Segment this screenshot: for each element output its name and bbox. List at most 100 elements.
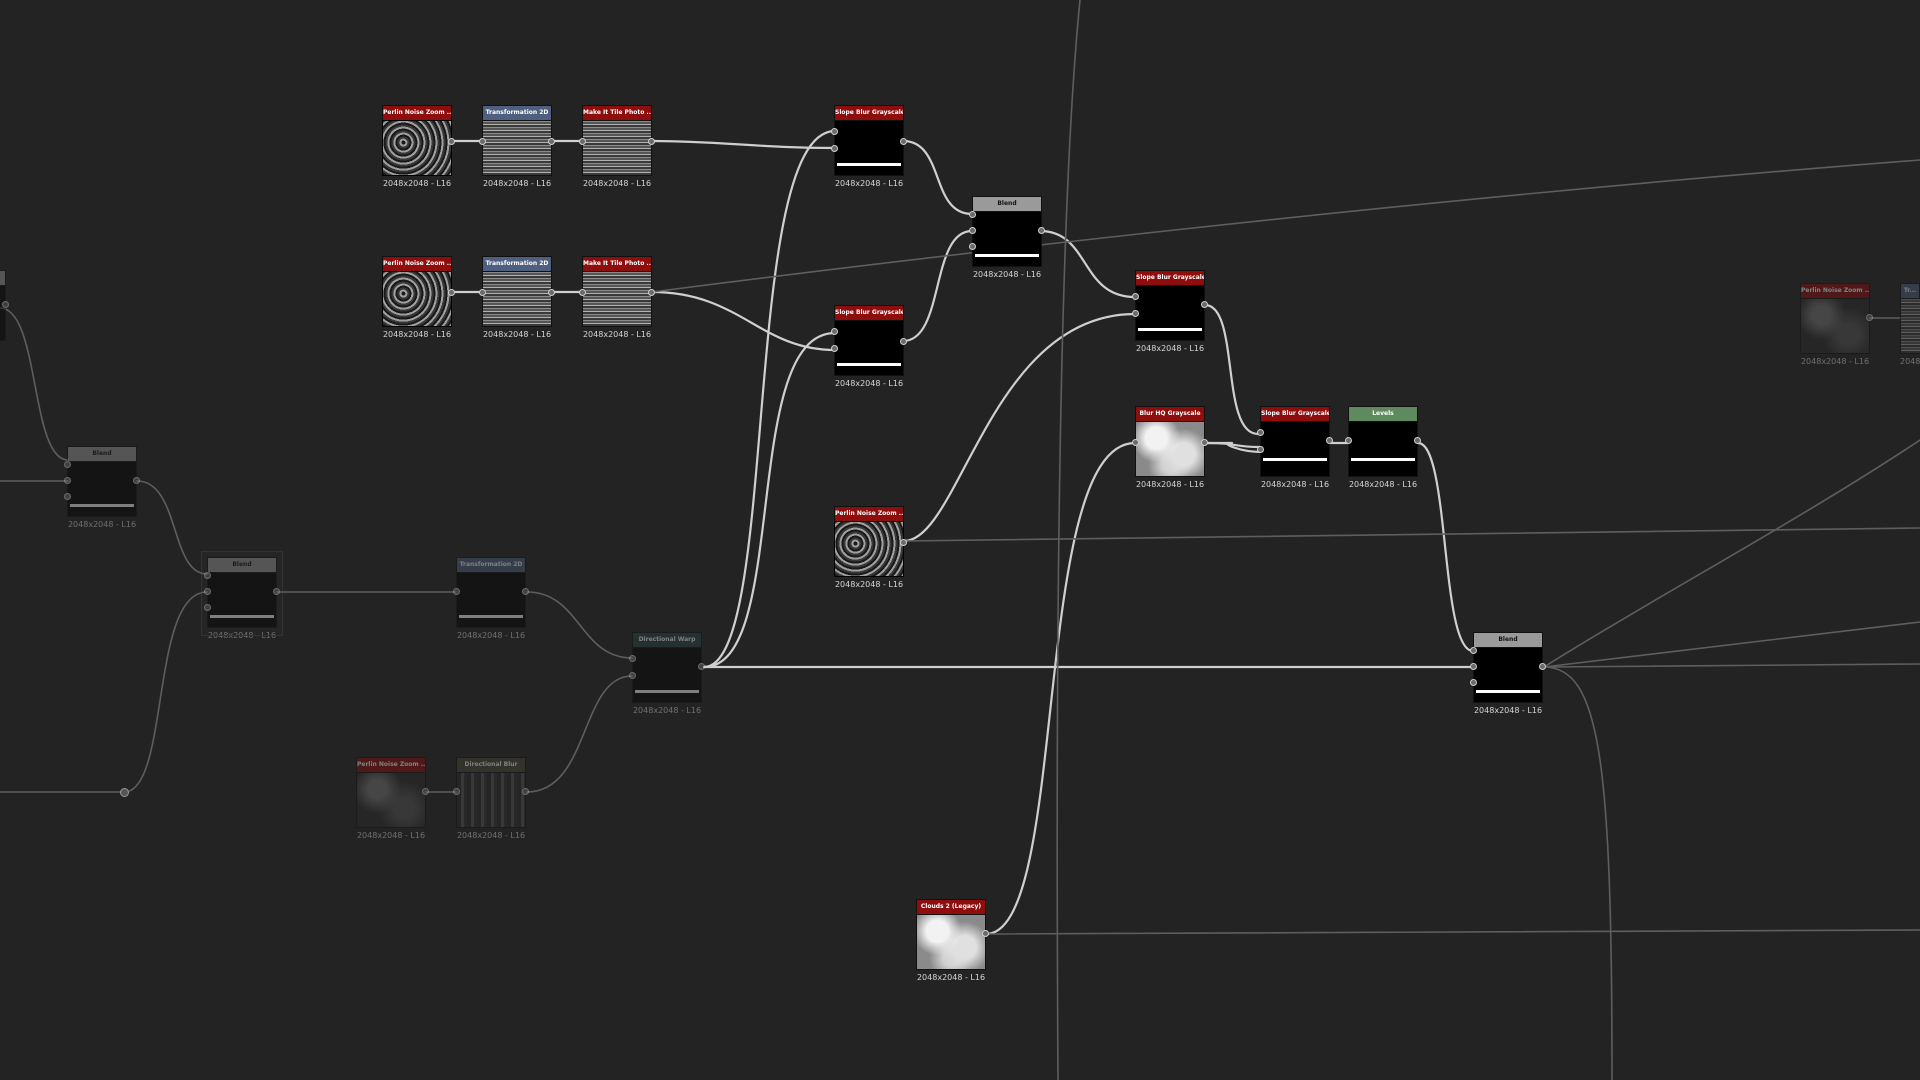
node-thumbnail [456,572,526,628]
node-perlin-noise-zoom[interactable]: Perlin Noise Zoom ... 2048x2048 - L16 [356,757,429,840]
node-clouds-2-legacy[interactable]: Clouds 2 (Legacy) 2048x2048 - L16 [916,899,989,982]
input-port[interactable] [1257,429,1264,436]
input-port[interactable] [479,138,486,145]
node-transformation-2d[interactable]: Transformation 2D 2048x2048 - L16 [453,557,529,640]
wire [901,229,974,343]
node-directional-warp[interactable]: Directional Warp 2048x2048 - L16 [629,632,705,715]
input-port[interactable] [831,128,838,135]
output-port[interactable] [548,138,555,145]
wire [1543,621,1920,668]
input-port[interactable] [579,289,586,296]
input-port[interactable] [204,604,211,611]
node-transformation-2d[interactable]: Transformation 2D 2048x2048 - L16 [479,105,555,188]
input-port[interactable] [1132,310,1139,317]
wire [1416,441,1475,653]
input-port[interactable] [64,477,71,484]
node-blend[interactable]: Blend 2048x2048 - L16 [1470,632,1546,715]
node-perlin-noise-zoom[interactable]: Perlin Noise Zoom ... 2048x2048 - L16 [1800,283,1873,366]
node-partial-left[interactable] [0,270,9,341]
output-port[interactable] [448,138,455,145]
output-port[interactable] [1414,437,1421,444]
input-port[interactable] [629,672,636,679]
node-thumbnail [456,772,526,828]
node-title: Tr... [1900,283,1920,298]
output-port[interactable] [648,138,655,145]
output-port[interactable] [1201,301,1208,308]
node-resolution: 2048x2048 - L16 [834,580,904,589]
input-port[interactable] [64,461,71,468]
node-transformation-2d[interactable]: Transformation 2D 2048x2048 - L16 [479,256,555,339]
node-thumbnail [382,120,452,176]
node-directional-blur[interactable]: Directional Blur 2048x2048 - L16 [453,757,529,840]
input-port[interactable] [453,588,460,595]
node-levels[interactable]: Levels 2048x2048 - L16 [1345,406,1421,489]
wire [650,139,837,150]
wire [985,929,1920,935]
node-transformation-2d-partial[interactable]: Tr... 2048... [1900,283,1920,366]
output-port[interactable] [698,663,705,670]
input-port[interactable] [1345,437,1352,444]
wire [136,480,208,575]
input-port[interactable] [969,243,976,250]
node-slope-blur-grayscale[interactable]: Slope Blur Grayscale 2048x2048 - L16 [1132,270,1208,353]
output-port[interactable] [2,301,9,308]
output-port[interactable] [900,539,907,546]
node-perlin-noise-zoom[interactable]: Perlin Noise Zoom ... 2048x2048 - L16 [382,256,455,339]
input-port[interactable] [1257,446,1264,453]
node-blend[interactable]: Blend 2048x2048 - L16 [201,551,283,640]
node-slope-blur-grayscale[interactable]: Slope Blur Grayscale 2048x2048 - L16 [831,305,907,388]
input-port[interactable] [831,345,838,352]
output-port[interactable] [982,930,989,937]
input-port[interactable] [204,588,211,595]
node-thumbnail [356,772,426,828]
node-blur-hq-grayscale[interactable]: Blur HQ Grayscale 2048x2048 - L16 [1132,406,1208,489]
node-perlin-noise-zoom[interactable]: Perlin Noise Zoom ... 2048x2048 - L16 [834,506,907,589]
input-port[interactable] [479,289,486,296]
node-blend[interactable]: Blend 2048x2048 - L16 [64,446,140,529]
output-port[interactable] [1038,227,1045,234]
input-port[interactable] [453,788,460,795]
node-perlin-noise-zoom[interactable]: Perlin Noise Zoom ... 2048x2048 - L16 [382,105,455,188]
output-port[interactable] [522,588,529,595]
node-resolution: 2048x2048 - L16 [382,330,452,339]
output-port[interactable] [900,338,907,345]
input-port[interactable] [969,227,976,234]
input-port[interactable] [1132,293,1139,300]
input-port[interactable] [579,138,586,145]
input-port[interactable] [831,328,838,335]
node-title: Perlin Noise Zoom ... [356,757,426,772]
input-port[interactable] [831,145,838,152]
output-port[interactable] [548,289,555,296]
output-port[interactable] [522,788,529,795]
node-slope-blur-grayscale[interactable]: Slope Blur Grayscale 2048x2048 - L16 [831,105,907,188]
node-make-it-tile-photo[interactable]: Make It Tile Photo ... 2048x2048 - L16 [579,105,655,188]
output-port[interactable] [422,788,429,795]
node-resolution: 2048x2048 - L16 [456,831,526,840]
node-slope-blur-grayscale[interactable]: Slope Blur Grayscale 2048x2048 - L16 [1257,406,1333,489]
node-blend[interactable]: Blend 2048x2048 - L16 [969,196,1045,279]
node-make-it-tile-photo[interactable]: Make It Tile Photo ... 2048x2048 - L16 [579,256,655,339]
input-port[interactable] [1470,679,1477,686]
node-thumbnail [482,120,552,176]
input-port[interactable] [629,655,636,662]
output-port[interactable] [1201,439,1208,446]
node-title: Slope Blur Grayscale [1135,270,1205,285]
input-port[interactable] [1470,663,1477,670]
node-thumbnail [632,647,702,703]
output-port[interactable] [648,289,655,296]
input-port[interactable] [1470,647,1477,654]
output-port[interactable] [1539,663,1546,670]
node-thumbnail [582,120,652,176]
output-port[interactable] [273,588,280,595]
input-port[interactable] [204,572,211,579]
input-port[interactable] [1132,439,1139,446]
reroute-dot[interactable] [120,788,129,797]
output-port[interactable] [1326,437,1333,444]
output-port[interactable] [1866,314,1873,321]
output-port[interactable] [900,138,907,145]
output-port[interactable] [448,289,455,296]
input-port[interactable] [64,493,71,500]
output-port[interactable] [133,477,140,484]
input-port[interactable] [969,211,976,218]
